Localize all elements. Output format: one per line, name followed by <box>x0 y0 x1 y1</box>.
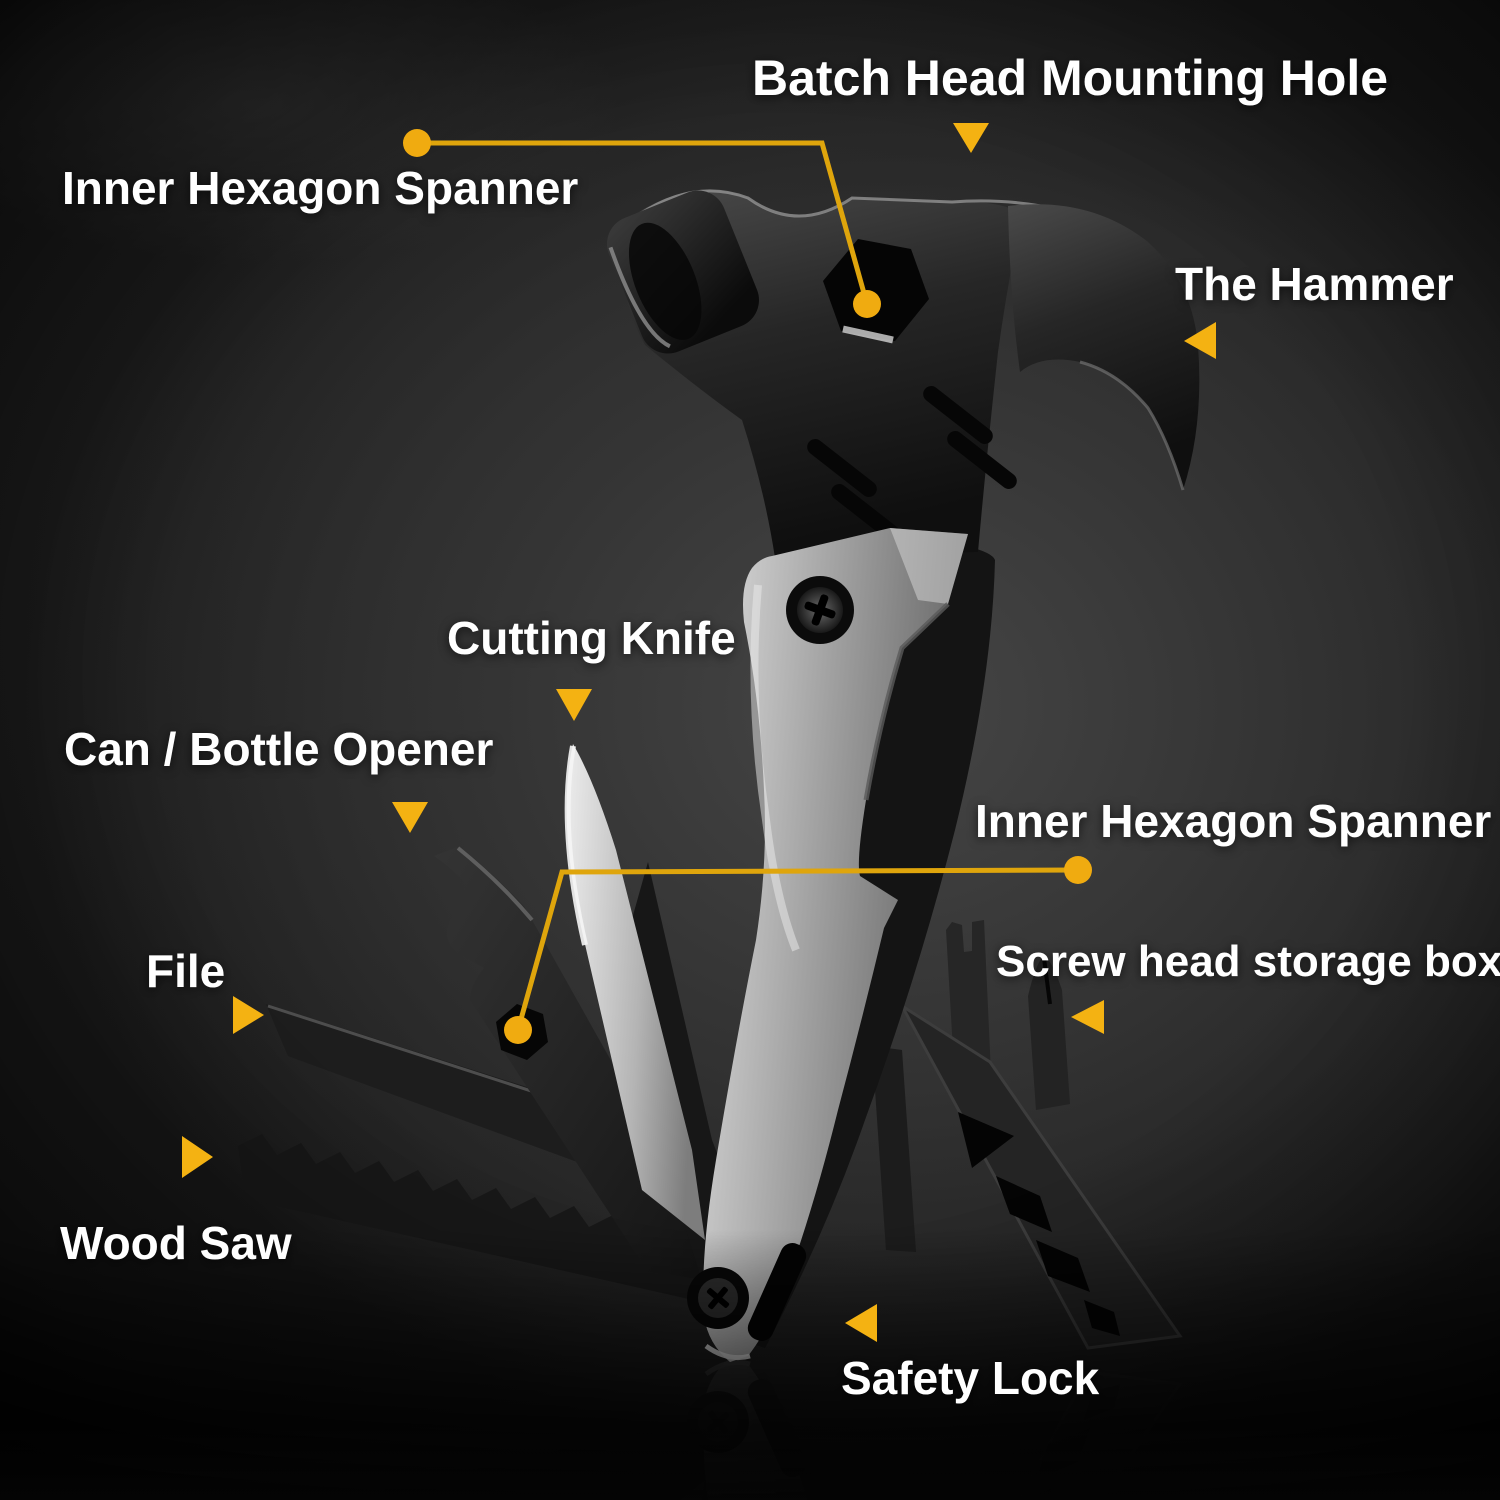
label-can-bottle-opener: Can / Bottle Opener <box>64 723 494 775</box>
label-cutting-knife: Cutting Knife <box>447 612 736 664</box>
label-screw-head-storage-box: Screw head storage box <box>996 937 1500 986</box>
marker-triangle-down-can-bottle-opener <box>392 802 428 833</box>
marker-triangle-down-batch-head <box>953 123 989 153</box>
marker-triangle-left-the-hammer <box>1184 322 1216 359</box>
marker-triangle-down-cutting-knife <box>556 689 592 721</box>
label-inner-hexagon-spanner-middle: Inner Hexagon Spanner <box>975 795 1492 847</box>
label-safety-lock: Safety Lock <box>841 1352 1100 1404</box>
label-the-hammer: The Hammer <box>1175 258 1454 310</box>
marker-triangle-right-file <box>233 996 264 1034</box>
label-batch-head-mounting-hole: Batch Head Mounting Hole <box>752 50 1389 106</box>
callout-line-inner-hexagon-spanner-top <box>403 129 881 318</box>
label-wood-saw: Wood Saw <box>60 1217 292 1269</box>
marker-triangle-left-safety-lock <box>845 1304 877 1342</box>
marker-triangle-right-wood-saw <box>182 1136 213 1178</box>
callout-dot <box>504 1016 532 1044</box>
callout-dot <box>1064 856 1092 884</box>
label-file: File <box>146 945 226 997</box>
callout-line-inner-hexagon-spanner-middle <box>504 856 1092 1044</box>
marker-triangle-left-screw-box <box>1071 1000 1104 1034</box>
callout-dot <box>403 129 431 157</box>
callout-dot <box>853 290 881 318</box>
label-inner-hexagon-spanner-top: Inner Hexagon Spanner <box>62 162 579 214</box>
